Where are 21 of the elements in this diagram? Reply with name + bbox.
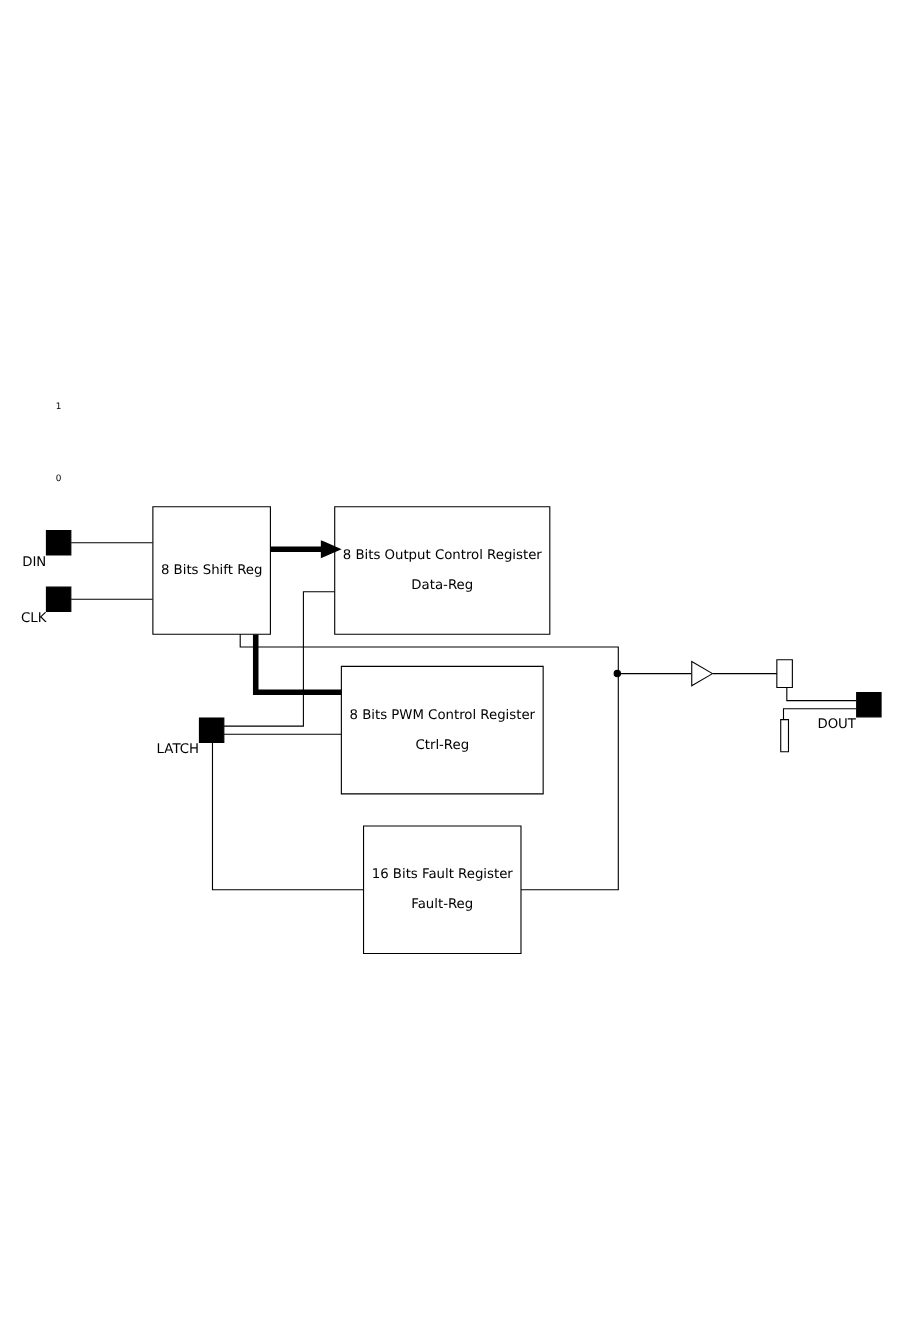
connector	[782, 707, 858, 719]
node-box	[45, 529, 72, 555]
node-box	[198, 716, 225, 742]
node-switch	[613, 668, 622, 677]
connector	[712, 672, 778, 674]
connector	[620, 672, 692, 674]
connector	[70, 541, 154, 543]
node-resistor	[780, 718, 790, 752]
connector	[211, 741, 365, 890]
node-box	[45, 585, 72, 612]
node-triangle	[691, 659, 714, 686]
connector	[520, 675, 619, 890]
connector	[223, 590, 336, 726]
connector	[239, 632, 619, 670]
connector	[786, 686, 857, 701]
connector	[252, 633, 342, 694]
node-transistor	[776, 658, 793, 687]
arrow	[270, 539, 342, 558]
connector	[70, 597, 154, 599]
node-box	[856, 690, 882, 717]
connector	[223, 732, 342, 734]
